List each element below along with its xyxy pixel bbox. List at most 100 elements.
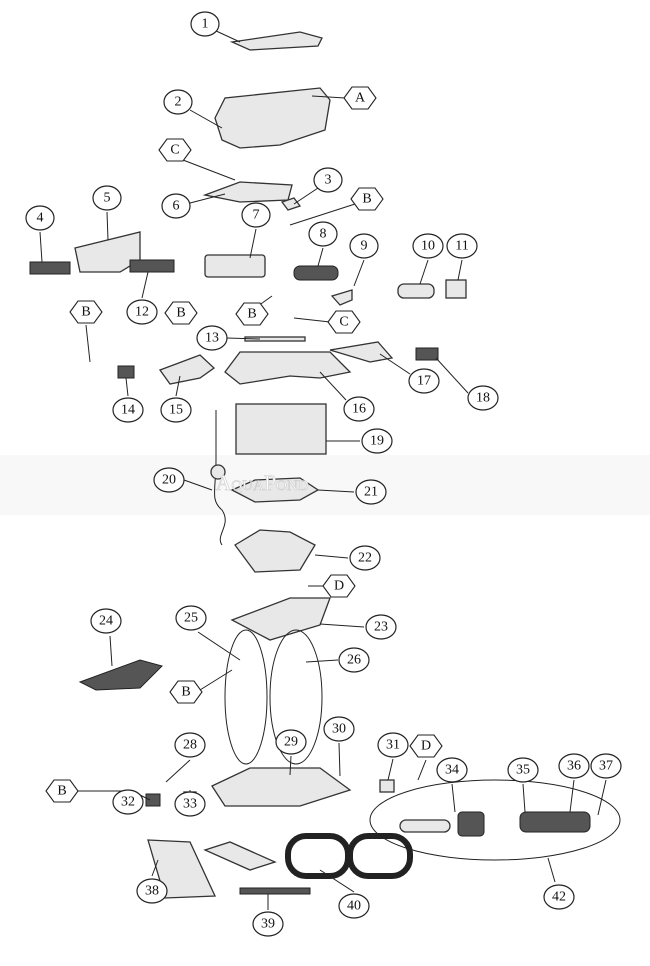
callout-37[interactable]: 37 <box>590 753 622 779</box>
callout-26[interactable]: 26 <box>338 647 370 673</box>
svg-text:17: 17 <box>417 374 431 389</box>
part-2-housing <box>214 87 331 149</box>
svg-text:B: B <box>181 685 190 700</box>
part-15 <box>158 354 216 385</box>
svg-text:40: 40 <box>347 899 361 914</box>
callout-35[interactable]: 35 <box>507 757 539 783</box>
part-40-track <box>285 833 351 879</box>
callout-18[interactable]: 18 <box>467 385 499 411</box>
fastener-label-b[interactable]: B <box>169 680 203 704</box>
part-38-track <box>147 839 216 899</box>
callout-3[interactable]: 3 <box>313 167 343 193</box>
fastener-label-b[interactable]: B <box>69 300 103 324</box>
callout-14[interactable]: 14 <box>112 397 144 423</box>
svg-text:D: D <box>421 739 431 754</box>
part-callouts: 1 2 3 4 5 6 7 8 9 10 11 12 13 14 15 16 1… <box>25 11 622 937</box>
fastener-label-c[interactable]: C <box>158 138 192 162</box>
svg-text:21: 21 <box>364 485 378 500</box>
callout-13[interactable]: 13 <box>196 325 228 351</box>
part-22-motor <box>234 529 316 573</box>
svg-text:39: 39 <box>261 917 275 932</box>
callout-40[interactable]: 40 <box>338 893 370 919</box>
watermark-band <box>0 455 650 515</box>
part-29-base <box>211 767 352 807</box>
svg-text:4: 4 <box>37 211 44 226</box>
callout-9[interactable]: 9 <box>349 233 379 259</box>
svg-text:31: 31 <box>386 738 400 753</box>
callout-23[interactable]: 23 <box>365 614 397 640</box>
fastener-label-b[interactable]: B <box>45 779 79 803</box>
fastener-label-d[interactable]: D <box>409 734 443 758</box>
fastener-label-c[interactable]: C <box>327 310 361 334</box>
part-16 <box>224 351 352 385</box>
callout-30[interactable]: 30 <box>323 716 355 742</box>
callout-29[interactable]: 29 <box>275 729 307 755</box>
callout-22[interactable]: 22 <box>349 545 381 571</box>
callout-34[interactable]: 34 <box>436 757 468 783</box>
callout-12[interactable]: 12 <box>126 299 158 325</box>
callout-33[interactable]: 33 <box>174 791 206 817</box>
part-24 <box>78 659 163 691</box>
svg-text:C: C <box>170 143 179 158</box>
svg-text:19: 19 <box>370 434 384 449</box>
callout-39[interactable]: 39 <box>252 911 284 937</box>
svg-text:8: 8 <box>320 227 327 242</box>
svg-text:37: 37 <box>599 759 613 774</box>
svg-text:33: 33 <box>183 797 197 812</box>
part-40b-track <box>347 833 413 879</box>
part-18 <box>415 347 439 361</box>
part-31 <box>379 779 395 793</box>
callout-2[interactable]: 2 <box>163 89 193 115</box>
callout-20[interactable]: 20 <box>153 467 185 493</box>
svg-text:24: 24 <box>99 614 113 629</box>
callout-21[interactable]: 21 <box>355 479 387 505</box>
callout-25[interactable]: 25 <box>175 605 207 631</box>
svg-text:9: 9 <box>361 239 368 254</box>
svg-text:6: 6 <box>173 199 180 214</box>
part-6 <box>202 181 293 203</box>
fastener-label-b[interactable]: B <box>235 302 269 326</box>
part-35-brush <box>519 811 591 833</box>
part-9 <box>330 289 353 306</box>
part-42-outline <box>369 779 621 861</box>
svg-text:13: 13 <box>205 331 219 346</box>
callout-15[interactable]: 15 <box>160 397 192 423</box>
fastener-label-d[interactable]: D <box>322 574 356 598</box>
svg-text:25: 25 <box>184 611 198 626</box>
callout-4[interactable]: 4 <box>25 205 55 231</box>
callout-24[interactable]: 24 <box>90 608 122 634</box>
callout-36[interactable]: 36 <box>558 753 590 779</box>
part-3 <box>280 197 302 211</box>
callout-1[interactable]: 1 <box>190 11 220 37</box>
part-32 <box>145 793 161 807</box>
part-12 <box>129 259 175 273</box>
svg-text:15: 15 <box>169 403 183 418</box>
svg-text:34: 34 <box>445 763 459 778</box>
callout-6[interactable]: 6 <box>161 193 191 219</box>
callout-28[interactable]: 28 <box>174 732 206 758</box>
part-10 <box>397 283 435 299</box>
part-34b <box>457 811 485 837</box>
fastener-label-b[interactable]: B <box>350 187 384 211</box>
part-34 <box>399 819 451 833</box>
callout-32[interactable]: 32 <box>112 789 144 815</box>
callout-5[interactable]: 5 <box>92 185 122 211</box>
part-25-panel <box>224 629 268 765</box>
callout-10[interactable]: 10 <box>412 233 444 259</box>
callout-42[interactable]: 42 <box>543 884 575 910</box>
callout-11[interactable]: 11 <box>446 233 478 259</box>
fastener-label-a[interactable]: A <box>343 86 377 110</box>
callout-8[interactable]: 8 <box>308 221 338 247</box>
fastener-label-b[interactable]: B <box>164 301 198 325</box>
svg-text:D: D <box>334 579 344 594</box>
callout-16[interactable]: 16 <box>343 396 375 422</box>
callout-17[interactable]: 17 <box>408 368 440 394</box>
svg-text:36: 36 <box>567 759 581 774</box>
callout-38[interactable]: 38 <box>136 878 168 904</box>
svg-text:3: 3 <box>325 173 332 188</box>
callout-7[interactable]: 7 <box>241 202 271 228</box>
callout-31[interactable]: 31 <box>377 732 409 758</box>
callout-19[interactable]: 19 <box>361 428 393 454</box>
part-19-filter <box>235 403 327 455</box>
part-7-frame <box>204 254 266 278</box>
